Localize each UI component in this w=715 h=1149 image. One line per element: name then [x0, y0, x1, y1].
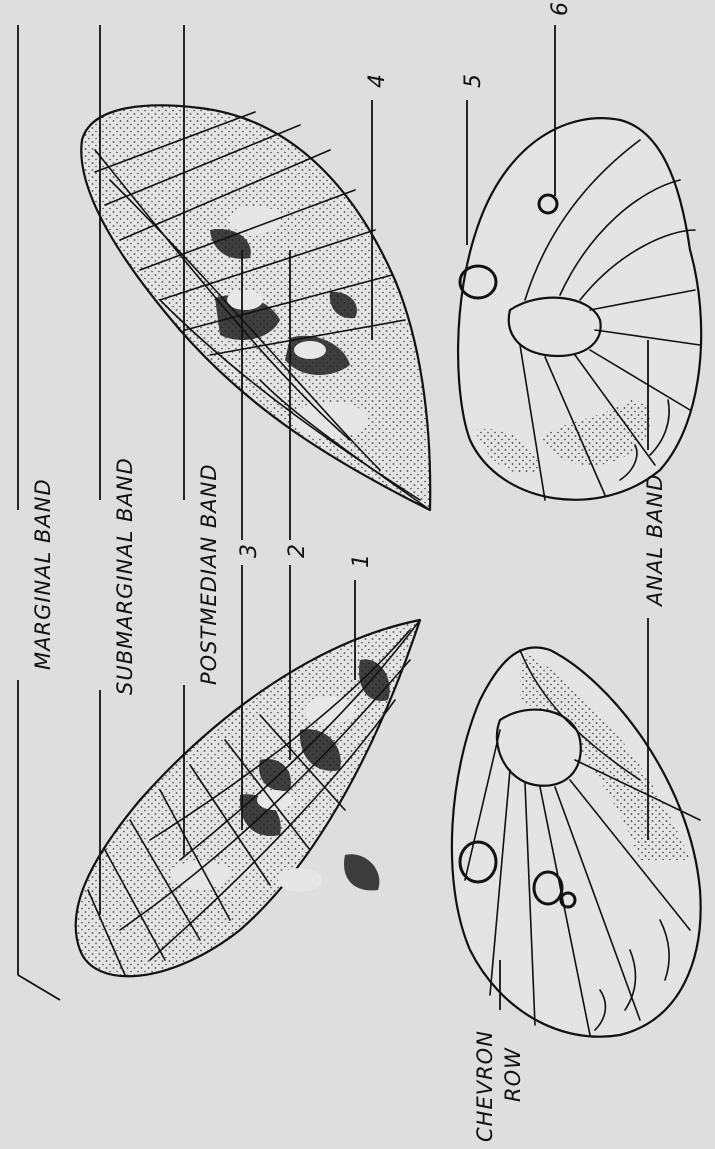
number-2: 2 [285, 544, 310, 558]
hindwing-bottom-right-lower [452, 647, 701, 1036]
number-5: 5 [461, 74, 486, 88]
forewing-top [81, 105, 430, 510]
label-anal-band: ANAL BAND [643, 474, 667, 608]
number-6: 6 [548, 2, 573, 16]
number-4: 4 [365, 74, 390, 88]
label-chevron: CHEVRON [473, 1030, 497, 1142]
label-submarginal-band: SUBMARGINAL BAND [113, 457, 137, 695]
number-1: 1 [349, 554, 374, 568]
hindwing-bottom-right [458, 118, 701, 500]
label-postmedian-band: POSTMEDIAN BAND [197, 463, 221, 685]
number-3: 3 [237, 544, 262, 558]
label-row: ROW [501, 1047, 525, 1102]
label-marginal-band: MARGINAL BAND [31, 478, 55, 670]
